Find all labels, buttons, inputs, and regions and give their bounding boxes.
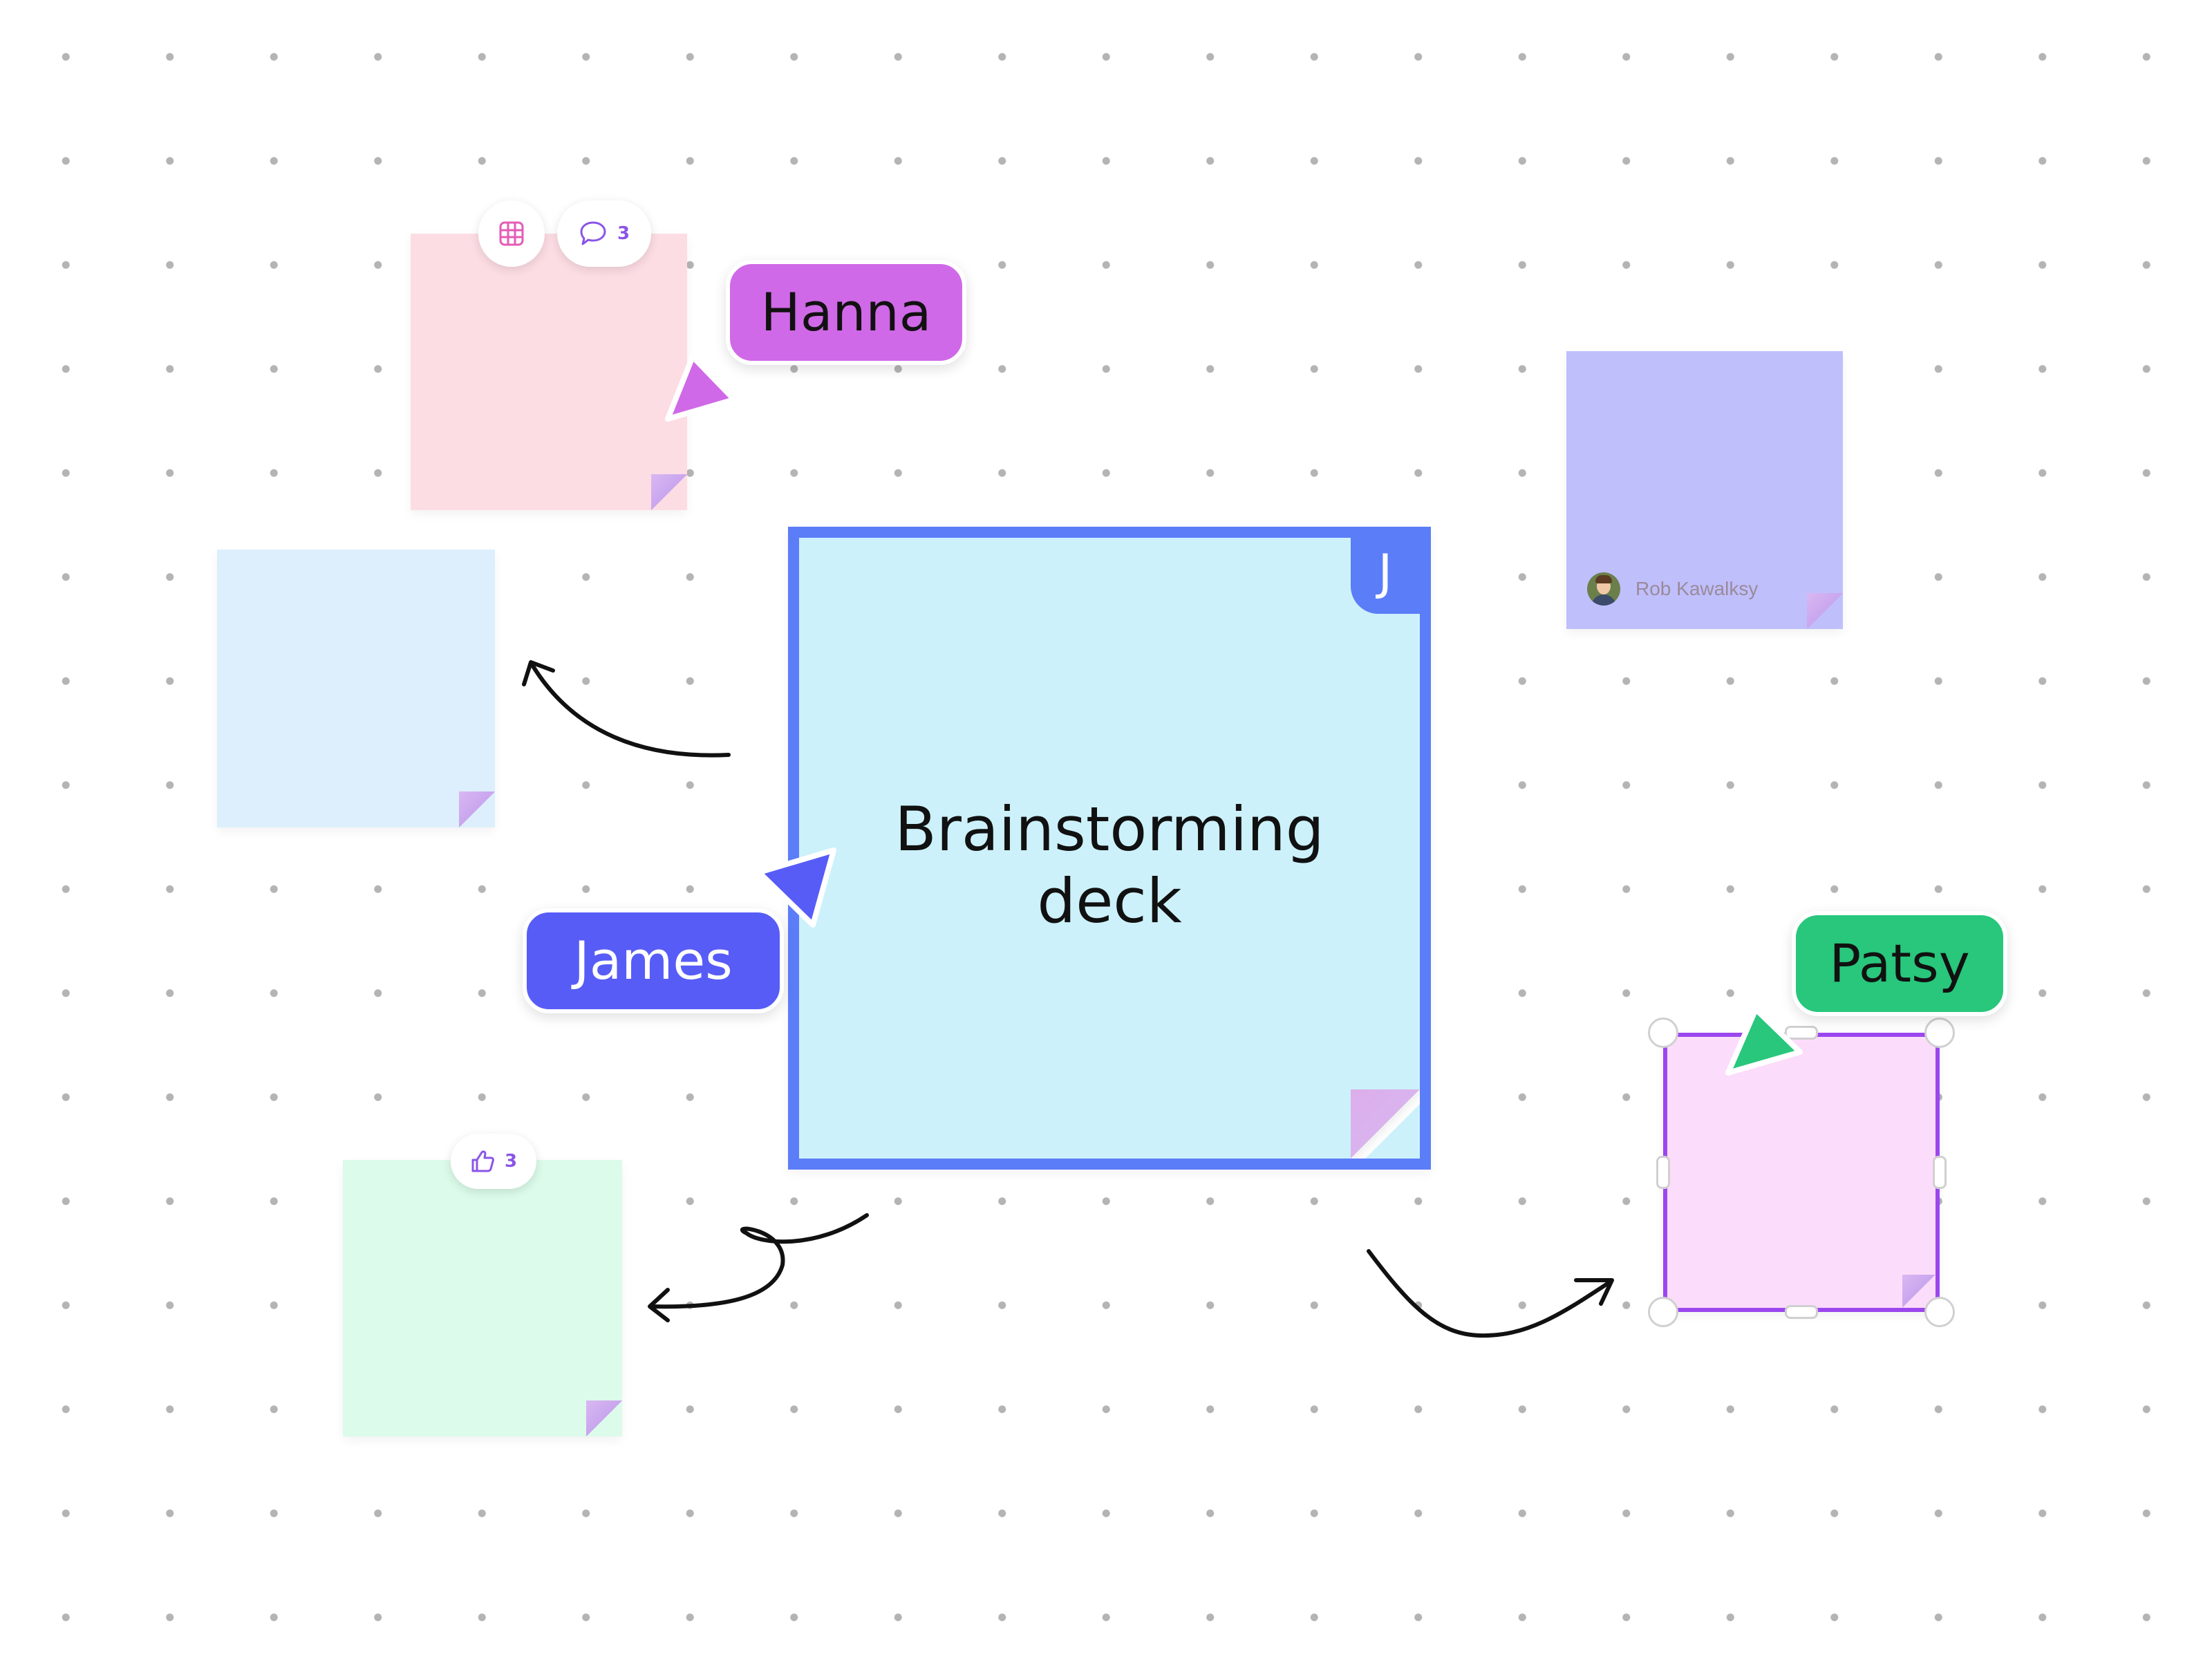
grid-view-button[interactable]	[478, 200, 545, 267]
sticky-note-selected[interactable]	[1663, 1033, 1940, 1312]
thumbs-up-icon	[471, 1150, 494, 1172]
note-title[interactable]: Brainstorming deck	[894, 794, 1324, 937]
like-count: 3	[504, 1151, 518, 1172]
page-curl	[1807, 593, 1843, 629]
resize-handle-top-right[interactable]	[1924, 1018, 1955, 1048]
sticky-note-pink[interactable]	[411, 234, 687, 510]
grid-icon	[499, 221, 524, 246]
page-curl	[459, 791, 495, 827]
editor-initial-badge: J	[1351, 538, 1420, 614]
hanna-cursor-icon	[665, 354, 737, 422]
resize-handle-bottom-left[interactable]	[1648, 1297, 1678, 1327]
author-name: Rob Kawalksy	[1635, 578, 1759, 599]
resize-handle-bottom-right[interactable]	[1924, 1297, 1955, 1327]
sticky-note-lavender[interactable]: Rob Kawalksy	[1566, 351, 1843, 629]
comment-icon	[580, 221, 606, 245]
sticky-note-mint[interactable]	[343, 1160, 622, 1436]
resize-handle-top[interactable]	[1785, 1026, 1818, 1040]
arrow-to-selected	[1367, 1249, 1613, 1338]
note-author: Rob Kawalksy	[1587, 572, 1758, 606]
james-cursor-icon	[756, 847, 836, 928]
arrow-to-mint	[649, 1213, 869, 1309]
page-curl	[651, 474, 687, 510]
likes-button[interactable]: 3	[451, 1134, 536, 1189]
sticky-note-main[interactable]: J Brainstorming deck	[788, 527, 1431, 1170]
arrowhead	[522, 660, 555, 686]
cursor-label-hanna: Hanna	[726, 260, 966, 365]
arrowhead	[648, 1288, 670, 1322]
arrowhead	[1574, 1278, 1614, 1306]
avatar	[1587, 572, 1620, 606]
page-curl	[1351, 1089, 1420, 1159]
resize-handle-bottom[interactable]	[1785, 1305, 1818, 1319]
resize-handle-right[interactable]	[1933, 1156, 1947, 1189]
sticky-note-lightblue[interactable]	[217, 550, 495, 827]
comment-count: 3	[617, 223, 630, 244]
resize-handle-top-left[interactable]	[1648, 1018, 1678, 1048]
resize-handle-left[interactable]	[1656, 1156, 1670, 1189]
cursor-label-james: James	[523, 908, 784, 1013]
page-curl	[586, 1400, 622, 1436]
cursor-label-patsy: Patsy	[1792, 911, 2007, 1016]
arrow-to-lightblue	[530, 663, 731, 758]
patsy-cursor-icon	[1725, 1006, 1803, 1076]
comments-button[interactable]: 3	[557, 200, 651, 267]
